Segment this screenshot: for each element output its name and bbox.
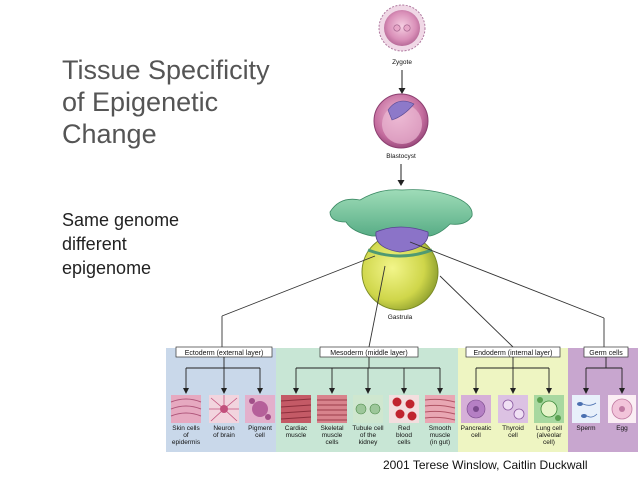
cell-pancreatic-icon: [461, 395, 491, 423]
cell-label: Egg: [616, 425, 628, 432]
cell-cardiac-icon: [280, 395, 312, 423]
cell-label: Skin cells: [172, 425, 200, 432]
germ-cells-header: Germ cells: [589, 350, 623, 357]
cell-sperm-icon: [572, 395, 600, 423]
cell-label: Sperm: [576, 425, 595, 432]
lineage-lines: [221, 241, 605, 348]
zygote-cell: [378, 4, 426, 52]
mesoderm-header: Mesoderm (middle layer): [330, 350, 407, 357]
cell-kidney-icon: [353, 395, 383, 423]
ectoderm-header: Ectoderm (external layer): [185, 350, 264, 357]
cell-label: Red: [398, 425, 410, 432]
cell-smooth-muscle-icon: [424, 395, 456, 423]
cell-label: Pigment: [248, 425, 272, 432]
cell-label: Smooth: [429, 425, 452, 432]
cell-label: Tubule cell: [352, 425, 384, 432]
cell-pigment-icon: [245, 395, 275, 423]
cell-lung-icon: [534, 395, 564, 423]
blastocyst-label: Blastocyst: [386, 153, 416, 160]
cell-label: Pancreatic: [461, 425, 492, 432]
svg-text:Sperm: Sperm: [576, 425, 595, 432]
cell-label: Neuron: [213, 425, 235, 432]
cell-label: Skeletal: [320, 425, 344, 432]
blastocyst-cell: [373, 93, 429, 149]
slide-title: Tissue Specificity of Epigenetic Change: [62, 55, 270, 149]
gastrula-label: Gastrula: [388, 314, 413, 321]
cell-red-blood-icon: [389, 395, 419, 423]
zygote-label: Zygote: [392, 59, 412, 66]
slide-subtitle: Same genome different epigenome: [62, 210, 180, 278]
gastrula-embryo: [329, 189, 473, 311]
cell-skin-icon: [170, 395, 202, 423]
image-credit: 2001 Terese Winslow, Caitlin Duckwall: [383, 458, 588, 472]
cell-label: Thyroid: [502, 425, 524, 432]
cell-label: Cardiac: [285, 425, 308, 432]
svg-text:Egg: Egg: [616, 425, 628, 432]
cell-egg-icon: [608, 395, 636, 423]
cell-thyroid-icon: [498, 395, 528, 423]
cell-skeletal-icon: [317, 395, 347, 423]
cell-neuron-icon: [209, 395, 239, 423]
cell-label: Lung cell: [536, 425, 563, 432]
endoderm-header: Endoderm (internal layer): [474, 350, 553, 357]
